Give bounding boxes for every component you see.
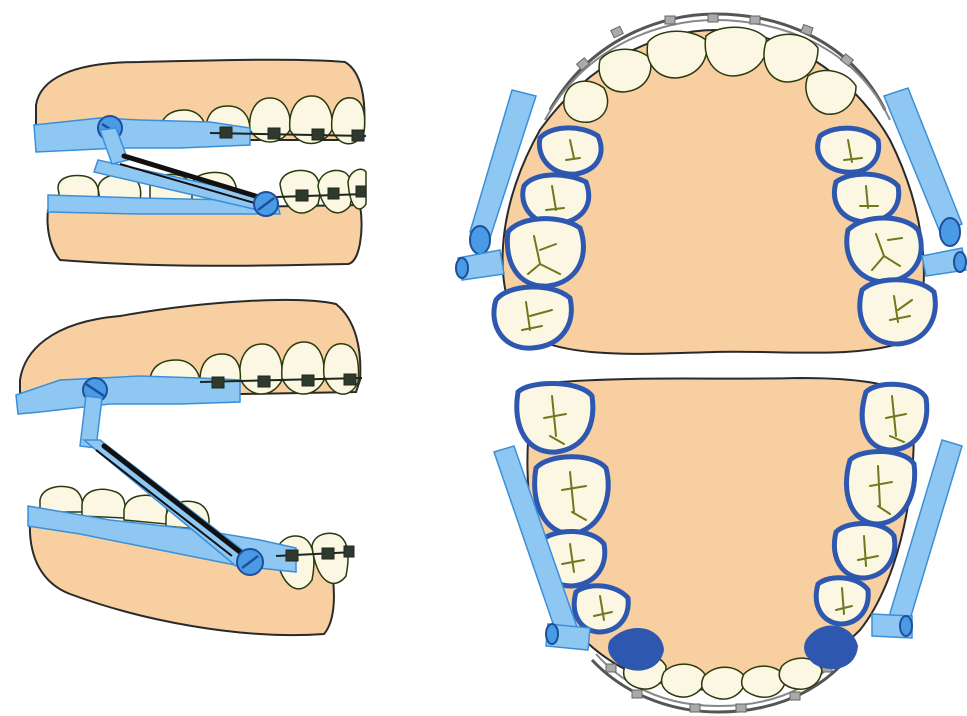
bracket	[352, 130, 364, 141]
upper-splint-band	[34, 118, 250, 152]
side-view-closed	[34, 60, 366, 266]
bracket	[220, 127, 232, 138]
side-view-open	[16, 300, 362, 635]
occlusal-view-upper	[456, 14, 966, 354]
occlusal-view-lower	[494, 378, 962, 712]
bracket	[312, 129, 324, 140]
bracket	[268, 128, 280, 139]
